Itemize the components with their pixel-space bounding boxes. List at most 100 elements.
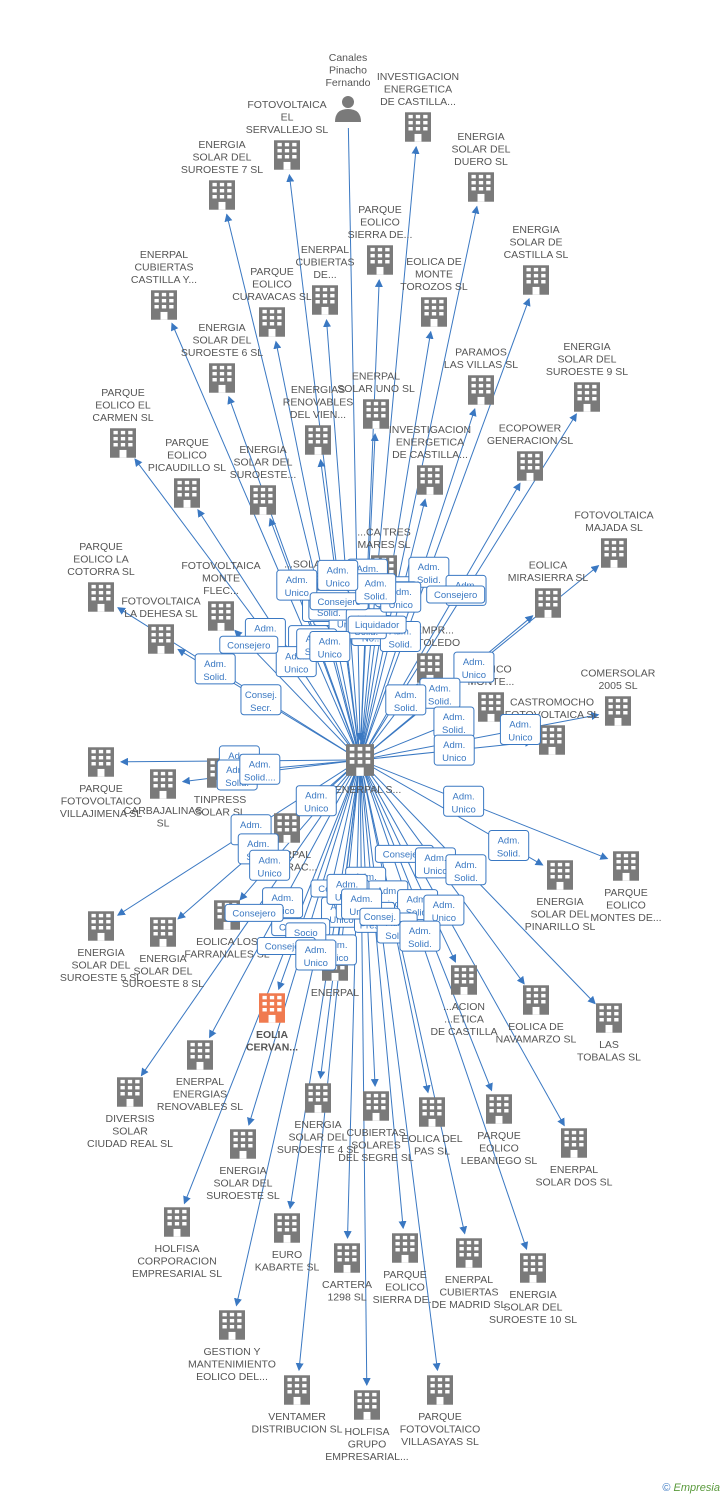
node-monte_flec[interactable]: FOTOVOLTAICAMONTEFLEC... <box>181 560 261 631</box>
relation-badge[interactable]: Adm.Unico <box>423 894 465 926</box>
node-label: EOLICA LOS <box>196 936 258 948</box>
node-label: RENOVABLES <box>283 397 353 409</box>
relation-badge[interactable]: Adm.Solid.... <box>239 753 281 785</box>
building-icon <box>451 965 477 995</box>
relation-badge[interactable]: Adm.Unico <box>499 714 541 746</box>
node-label: TOROZOS SL <box>400 281 468 293</box>
relation-role: Adm. <box>226 765 248 776</box>
building-icon <box>150 769 176 799</box>
brand-logo[interactable]: Empresia <box>673 1482 720 1494</box>
relation-badge[interactable]: Consejero <box>426 585 486 604</box>
relation-badge[interactable]: Adm.Unico <box>249 849 291 881</box>
relation-badge[interactable]: Adm.Solid. <box>433 706 475 738</box>
center-node[interactable]: ENERPAL S... <box>335 744 402 796</box>
relation-badge[interactable]: Consejero <box>219 635 279 654</box>
relation-badge[interactable]: Adm.Solid. <box>385 684 427 716</box>
relation-badge[interactable]: Adm.Unico <box>443 785 485 817</box>
node-holfisa_grupo[interactable]: HOLFISAGRUPOEMPRESARIAL... <box>325 1390 409 1463</box>
relation-badge[interactable]: Liquidador <box>347 615 407 634</box>
relation-badge[interactable]: Adm.Solid. <box>445 854 487 886</box>
relation-badge[interactable]: Adm.Unico <box>276 569 318 601</box>
relation-badge[interactable]: Adm.Solid. <box>488 830 530 862</box>
node-label: SOLAR DEL <box>289 1132 348 1144</box>
edge-holfisa_corp <box>183 767 358 1205</box>
edge-enerpal_cub_de <box>323 318 360 753</box>
relation-badge[interactable]: Adm.Unico <box>295 939 337 971</box>
node-enerpal_mid[interactable]: ENERPAL <box>311 951 359 999</box>
relation-badge[interactable]: Adm.Unico <box>295 785 337 817</box>
node-label: CASTILLA Y... <box>131 274 197 286</box>
node-label: EOLICO <box>167 450 207 462</box>
edge-cartera <box>343 767 361 1240</box>
node-label: INVESTIGACION <box>389 424 471 436</box>
relation-badge[interactable]: Adm.Unico <box>453 651 495 683</box>
relation-badge[interactable]: Adm.Solid. <box>408 556 450 588</box>
relation-badge[interactable]: Adm.Unico <box>309 631 351 663</box>
relation-badge[interactable]: Adm.Unico <box>317 559 359 591</box>
node-enerpal_cub_de[interactable]: ENERPALCUBIERTASDE... <box>295 244 355 315</box>
relation-badge[interactable]: Adm.Solid. <box>194 653 236 685</box>
relation-badge[interactable]: Consej. <box>359 907 401 926</box>
node-eolia_cervan[interactable]: EOLIACERVAN... <box>246 993 298 1054</box>
relation-badge[interactable]: Consejero <box>224 903 284 922</box>
building-icon <box>259 307 285 337</box>
relation-badge[interactable]: Consej.Secr. <box>240 684 282 716</box>
relation-badge[interactable]: Adm.Unico <box>433 734 475 766</box>
relation-badge[interactable]: Adm.Solid. <box>399 920 441 952</box>
relation-badge[interactable]: Adm.Solid. <box>355 573 397 605</box>
